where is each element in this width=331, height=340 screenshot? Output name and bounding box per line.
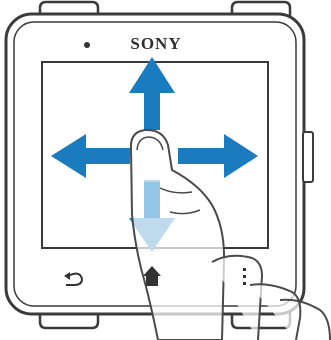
sensor-dot xyxy=(84,42,90,48)
side-button[interactable] xyxy=(303,132,313,182)
arrow-down-shaft-overlay xyxy=(144,182,160,218)
menu-icon[interactable] xyxy=(243,268,246,285)
brand-logo: SONY xyxy=(106,34,206,54)
